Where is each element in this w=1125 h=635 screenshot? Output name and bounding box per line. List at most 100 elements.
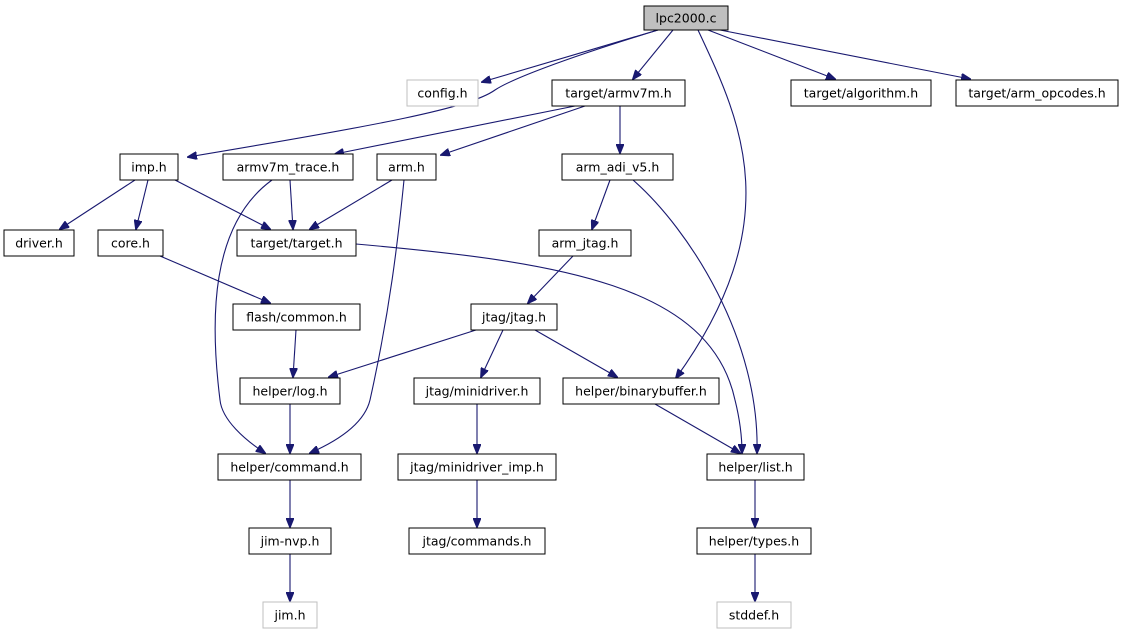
node-helper-binarybuffer-h[interactable]: helper/binarybuffer.h	[562, 377, 720, 405]
edge-arrow	[60, 179, 136, 229]
node-jtag-jtag-h[interactable]: jtag/jtag.h	[470, 303, 558, 331]
edge-jtag-jtag-h-to-helper-log-h	[329, 329, 477, 377]
node-jtag-minidriver-h[interactable]: jtag/minidriver.h	[413, 377, 541, 405]
edge-lpc2000-c-to-helper-binarybuffer-h	[676, 29, 747, 378]
node-label: helper/log.h	[252, 384, 327, 399]
edge-arrow	[534, 329, 617, 377]
node-box	[706, 453, 805, 481]
node-target-target-h[interactable]: target/target.h	[236, 229, 357, 257]
edge-arrow	[633, 29, 674, 79]
edge-layer	[60, 29, 970, 601]
node-arm-adi-v5-h[interactable]: arm_adi_v5.h	[561, 153, 674, 181]
edge-arrow	[707, 29, 835, 79]
edge-arrow	[214, 179, 273, 453]
node-jtag-commands-h[interactable]: jtag/commands.h	[408, 527, 546, 555]
node-box	[97, 229, 164, 257]
node-arm-jtag-h[interactable]: arm_jtag.h	[538, 229, 632, 257]
node-label: target/target.h	[250, 236, 342, 251]
node-box	[248, 527, 332, 555]
node-box	[119, 153, 179, 181]
node-box	[551, 79, 686, 107]
node-label: imp.h	[131, 160, 166, 175]
edge-imp-h-to-core-h	[136, 179, 149, 229]
node-helper-list-h[interactable]: helper/list.h	[706, 453, 805, 481]
edge-arrow	[441, 105, 586, 155]
edge-lpc2000-c-to-imp-h	[188, 29, 659, 157]
node-label: helper/list.h	[718, 460, 792, 475]
edge-armv7m-trace-h-to-target-target-h	[290, 179, 293, 229]
node-jim-h: jim.h	[262, 601, 318, 629]
node-box	[643, 5, 729, 31]
edge-lpc2000-c-to-target-arm-opcodes-h	[719, 29, 970, 79]
edge-target-armv7m-h-to-armv7m-trace-h	[335, 105, 576, 154]
node-target-algorithm-h[interactable]: target/algorithm.h	[790, 79, 932, 107]
node-box	[413, 377, 541, 405]
node-label: jtag/minidriver.h	[425, 384, 529, 399]
node-box	[790, 79, 932, 107]
node-config-h: config.h	[406, 79, 479, 107]
node-label: target/arm_opcodes.h	[968, 86, 1105, 101]
node-label: jtag/minidriver_imp.h	[409, 460, 544, 475]
node-lpc2000-c: lpc2000.c	[643, 5, 729, 31]
edge-armv7m-trace-h-to-helper-command-h	[214, 179, 273, 453]
node-box	[239, 377, 341, 405]
node-armv7m-trace-h[interactable]: armv7m_trace.h	[222, 153, 354, 181]
node-label: arm_adi_v5.h	[576, 160, 660, 175]
node-label: core.h	[111, 236, 150, 251]
edge-arrow	[654, 403, 740, 453]
node-jim-nvp-h[interactable]: jim-nvp.h	[248, 527, 332, 555]
node-label: helper/types.h	[709, 534, 799, 549]
node-box	[716, 601, 792, 629]
node-label: arm_jtag.h	[552, 236, 619, 251]
node-helper-types-h[interactable]: helper/types.h	[696, 527, 812, 555]
node-label: jim-nvp.h	[260, 534, 320, 549]
edge-core-h-to-flash-common-h	[159, 255, 270, 303]
node-box	[262, 601, 318, 629]
edge-arrow	[159, 255, 270, 303]
node-label: stddef.h	[729, 608, 779, 623]
node-imp-h[interactable]: imp.h	[119, 153, 179, 181]
edge-arrow	[335, 105, 576, 154]
edge-imp-h-to-target-target-h	[174, 179, 270, 229]
edge-arm-h-to-helper-command-h	[310, 179, 405, 453]
edge-target-target-h-to-helper-list-h	[355, 243, 742, 453]
node-target-armv7m-h[interactable]: target/armv7m.h	[551, 79, 686, 107]
node-flash-common-h[interactable]: flash/common.h	[232, 303, 361, 331]
node-box	[3, 229, 75, 257]
node-box	[562, 377, 720, 405]
node-box	[955, 79, 1119, 107]
node-box	[232, 303, 361, 331]
edge-arrow	[293, 329, 296, 377]
edge-imp-h-to-driver-h	[60, 179, 136, 229]
edge-arrow	[290, 179, 293, 229]
node-label: flash/common.h	[246, 310, 347, 325]
node-box	[561, 153, 674, 181]
node-label: jtag/commands.h	[422, 534, 532, 549]
edge-jtag-jtag-h-to-helper-binarybuffer-h	[534, 329, 617, 377]
edge-arm-adi-v5-h-to-helper-list-h	[632, 179, 757, 453]
edge-arrow	[592, 179, 611, 229]
edge-arm-jtag-h-to-jtag-jtag-h	[528, 255, 574, 303]
edge-flash-common-h-to-helper-log-h	[293, 329, 296, 377]
node-helper-command-h[interactable]: helper/command.h	[217, 453, 362, 481]
edge-lpc2000-c-to-target-armv7m-h	[633, 29, 674, 79]
edge-arrow	[310, 179, 405, 453]
edge-arrow	[676, 29, 747, 378]
node-core-h[interactable]: core.h	[97, 229, 164, 257]
edge-arrow	[329, 329, 477, 377]
node-jtag-minidriver-imp-h[interactable]: jtag/minidriver_imp.h	[397, 453, 557, 481]
edge-arrow	[528, 255, 574, 303]
node-label: target/armv7m.h	[565, 86, 671, 101]
node-driver-h[interactable]: driver.h	[3, 229, 75, 257]
node-stddef-h: stddef.h	[716, 601, 792, 629]
node-helper-log-h[interactable]: helper/log.h	[239, 377, 341, 405]
edge-helper-binarybuffer-h-to-helper-list-h	[654, 403, 740, 453]
edge-lpc2000-c-to-target-algorithm-h	[707, 29, 835, 79]
node-label: target/algorithm.h	[804, 86, 918, 101]
node-box	[222, 153, 354, 181]
node-arm-h[interactable]: arm.h	[376, 153, 437, 181]
node-box	[470, 303, 558, 331]
node-target-arm-opcodes-h[interactable]: target/arm_opcodes.h	[955, 79, 1119, 107]
edge-arrow	[188, 29, 659, 157]
